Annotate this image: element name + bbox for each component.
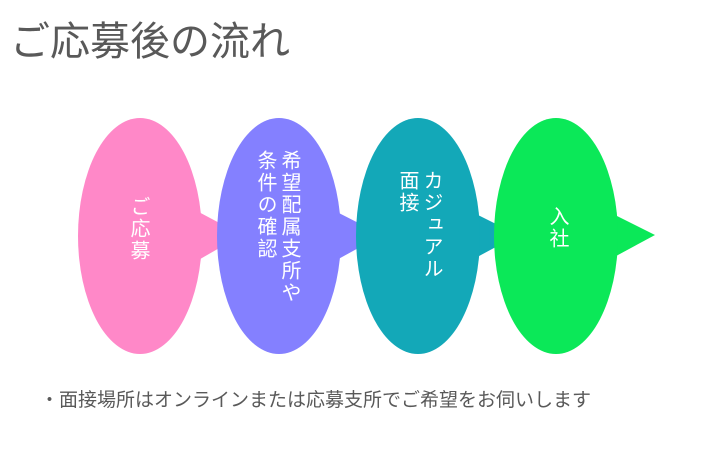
step-4-line-2: 社 [546,228,570,250]
step-2-bubble [217,118,341,354]
step-2-label: 希望配属支所や 条件の確認 [254,150,302,304]
step-4-line-1: 入 [546,206,570,228]
step-1-line-1: ご [127,196,151,218]
step-2-line-2: 条件の確認 [254,150,278,260]
step-2-line-1: 希望配属支所や [278,150,302,304]
page-title: ご応募後の流れ [10,19,290,65]
step-4-label: 入社 [546,206,570,250]
step-4-shape [494,118,655,354]
step-3-line-1: カジュアル [420,170,444,280]
step-3-pointer [468,210,518,262]
step-3-shape [356,118,518,354]
step-1-line-2: 応 [127,218,151,240]
step-1-line-3: 募 [127,240,151,262]
step-3-line-2: 面接 [396,170,420,214]
step-4-bubble [494,118,618,354]
step-3-bubble [356,118,480,354]
step-1-label: ご応募 [127,196,151,262]
step-3-label: カジュアル 面接 [396,170,444,280]
interview-note: ・面接場所はオンラインまたは応募支所でご希望をお伺いします [40,389,592,411]
step-1-bubble [78,118,202,354]
